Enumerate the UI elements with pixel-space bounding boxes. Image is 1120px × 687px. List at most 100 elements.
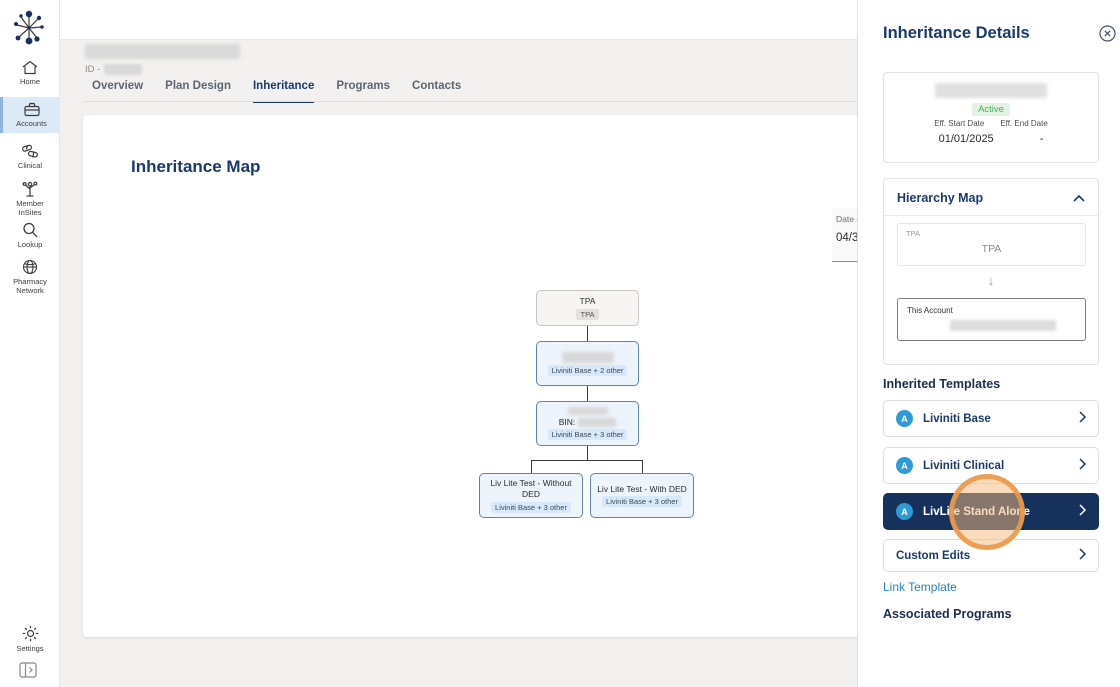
sidebar: Home Accounts Clinical — [0, 0, 60, 687]
tree-node-leaf-with-ded[interactable]: Liv Lite Test - With DED Liviniti Base +… — [590, 473, 694, 518]
arrow-down-icon: ↓ — [987, 273, 995, 288]
account-name-redacted — [950, 320, 1056, 331]
chevron-right-icon — [1079, 410, 1087, 428]
template-label: Liviniti Base — [923, 412, 991, 425]
template-label: Custom Edits — [896, 549, 971, 562]
globe-icon — [22, 259, 38, 275]
date-of-label: Date o — [836, 214, 862, 224]
hierarchy-tpa-box[interactable]: TPA TPA — [897, 223, 1086, 266]
chevron-right-icon — [1079, 457, 1087, 475]
template-a-badge-icon: A — [896, 410, 913, 427]
sidebar-collapse-icon[interactable] — [19, 662, 39, 680]
tab-programs[interactable]: Programs — [336, 80, 391, 92]
connector — [587, 326, 588, 341]
sidebar-item-pharmacy-network[interactable]: Pharmacy Network — [0, 254, 60, 300]
panel-title: Inheritance Details — [883, 24, 1030, 42]
tab-divider — [83, 101, 857, 102]
template-a-badge-icon: A — [896, 503, 913, 520]
tpa-value: TPA — [981, 243, 1002, 255]
sidebar-item-label: Home — [19, 77, 40, 86]
node-title-redacted — [561, 351, 614, 363]
pills-icon — [21, 144, 39, 159]
tab-inheritance[interactable]: Inheritance — [252, 80, 315, 103]
tree-node-tpa[interactable]: TPA TPA — [536, 290, 639, 326]
chevron-right-icon — [1079, 503, 1087, 521]
associated-programs-heading: Associated Programs — [883, 607, 1012, 621]
sidebar-item-label: Pharmacy Network — [13, 277, 47, 296]
node-title: Liv Lite Test - Without DED — [490, 478, 572, 499]
account-name-redacted — [935, 83, 1047, 98]
tab-overview[interactable]: Overview — [92, 80, 144, 92]
briefcase-icon — [23, 102, 41, 117]
inheritance-map-card: Inheritance Map Date o 04/3 TPA TPA Livi… — [83, 115, 902, 637]
sidebar-item-label: Lookup — [17, 240, 43, 249]
hierarchy-map-card: Hierarchy Map TPA TPA ↓ This Account — [883, 178, 1099, 365]
tab-plan-design[interactable]: Plan Design — [165, 80, 231, 92]
account-title-redacted — [85, 44, 240, 59]
bin-value-redacted — [578, 417, 617, 427]
tab-contacts[interactable]: Contacts — [412, 80, 462, 92]
template-a-badge-icon: A — [896, 457, 913, 474]
inherited-templates-heading: Inherited Templates — [883, 377, 1001, 391]
template-row-liviniti-base[interactable]: A Liviniti Base — [883, 400, 1099, 437]
node-badge: Liviniti Base + 3 other — [547, 429, 628, 441]
sidebar-item-clinical[interactable]: Clinical — [0, 139, 60, 174]
chevron-up-icon — [1073, 189, 1085, 207]
sidebar-item-settings[interactable]: Settings — [0, 620, 60, 657]
sidebar-item-label: Member InSites — [16, 199, 44, 218]
sidebar-item-home[interactable]: Home — [0, 55, 60, 90]
eff-end-date-value: - — [1039, 133, 1044, 145]
date-of-value: 04/3 — [836, 232, 859, 244]
node-badge: Liviniti Base + 2 other — [547, 364, 628, 376]
template-label: Liviniti Clinical — [923, 459, 1005, 472]
connector — [587, 446, 588, 460]
node-title: Liv Lite Test - With DED — [597, 483, 687, 494]
id-label: ID - — [85, 64, 101, 75]
app-logo-icon — [10, 8, 48, 46]
eff-start-date-label: Eff. Start Date — [934, 119, 985, 128]
top-header-bar — [60, 0, 857, 40]
inheritance-details-panel: Inheritance Details Active Eff. Start Da… — [857, 0, 1120, 687]
sidebar-item-lookup[interactable]: Lookup — [0, 217, 60, 253]
hierarchy-map-header[interactable]: Hierarchy Map — [884, 179, 1098, 216]
sidebar-item-label: Clinical — [17, 161, 43, 170]
sidebar-item-member-insites[interactable]: Member InSites — [0, 176, 60, 222]
tree-icon — [21, 181, 39, 197]
template-row-custom-edits[interactable]: Custom Edits — [883, 539, 1099, 572]
template-label: LivLite Stand Alone — [923, 505, 1030, 518]
sidebar-item-label: Accounts — [16, 119, 47, 128]
eff-start-date-value: 01/01/2025 — [938, 133, 994, 145]
node-badge: TPA — [576, 308, 599, 320]
connector — [531, 460, 532, 473]
link-template-link[interactable]: Link Template — [883, 580, 957, 594]
template-row-livlite-stand-alone[interactable]: A LivLite Stand Alone — [883, 493, 1099, 530]
status-badge: Active — [972, 103, 1010, 116]
tree-node-bin[interactable]: BIN: Liviniti Base + 3 other — [536, 401, 639, 446]
tree-node-leaf-without-ded[interactable]: Liv Lite Test - Without DED Liviniti Bas… — [479, 473, 583, 518]
page-title: Inheritance Map — [131, 157, 261, 176]
account-id-redacted — [104, 64, 143, 75]
gear-icon — [22, 625, 39, 642]
tpa-mini-label: TPA — [906, 229, 921, 238]
connector — [642, 460, 643, 473]
account-id-line: ID - — [85, 64, 143, 75]
sidebar-item-accounts[interactable]: Accounts — [0, 97, 60, 133]
close-icon[interactable] — [1099, 25, 1116, 42]
eff-end-date-label: Eff. End Date — [1000, 119, 1048, 128]
node-line-redacted — [567, 406, 608, 415]
chevron-right-icon — [1079, 547, 1087, 565]
template-row-liviniti-clinical[interactable]: A Liviniti Clinical — [883, 447, 1099, 484]
sidebar-item-label: Settings — [16, 644, 44, 653]
hierarchy-this-account-box[interactable]: This Account — [897, 298, 1086, 341]
connector — [587, 386, 588, 401]
connector — [531, 460, 642, 461]
account-status-card: Active Eff. Start Date Eff. End Date 01/… — [883, 72, 1099, 163]
node-title: BIN: — [558, 416, 576, 427]
hierarchy-map-title: Hierarchy Map — [897, 191, 984, 205]
node-title: TPA — [579, 296, 596, 307]
home-icon — [21, 60, 39, 75]
this-account-label: This Account — [907, 306, 953, 315]
node-badge: Liviniti Base + 3 other — [491, 501, 571, 513]
tree-node-level2[interactable]: Liviniti Base + 2 other — [536, 341, 639, 386]
